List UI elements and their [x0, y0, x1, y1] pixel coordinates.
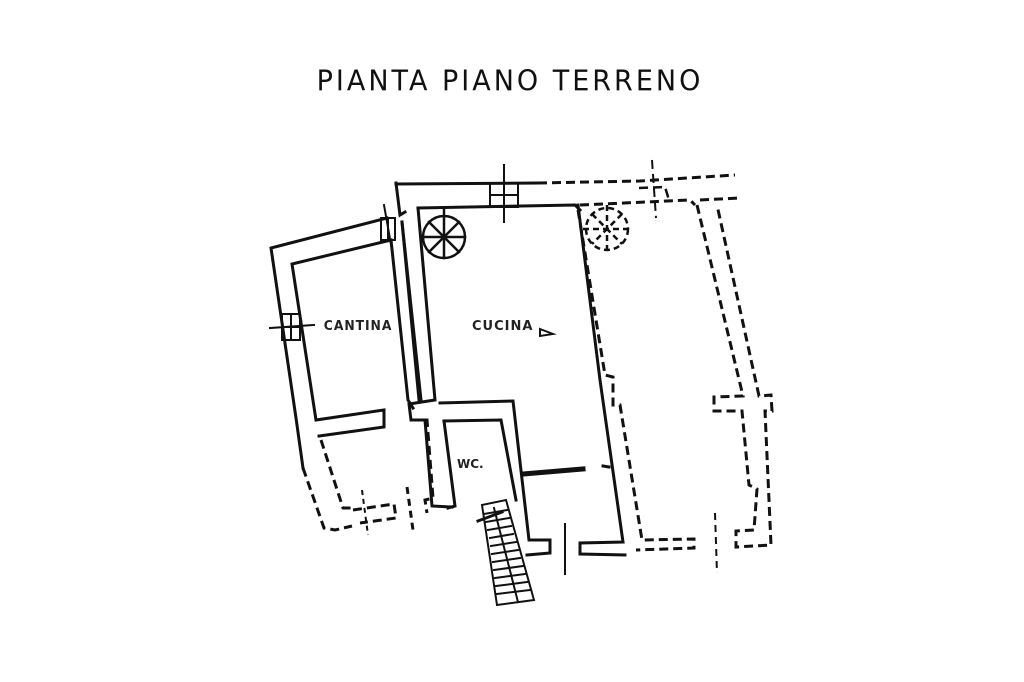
spiral-stair-solid	[421, 207, 467, 260]
plan-title: PIANTA PIANO TERRENO	[316, 65, 704, 98]
cucina-top-window	[489, 164, 519, 223]
cucina-walls	[394, 181, 627, 557]
room-label-cantina: CANTINA	[323, 319, 393, 334]
right-room-west-dashed	[576, 209, 696, 552]
right-room-east-dashed	[695, 204, 774, 549]
room-label-wc: WC.	[457, 457, 484, 471]
spiral-stair-dashed	[583, 205, 631, 253]
cantina-lower-dashed	[301, 467, 353, 532]
kitchen-arrow-mark	[539, 327, 557, 338]
cantina-window	[268, 313, 316, 341]
right-top-dashed	[537, 173, 736, 185]
cantina-top-window	[380, 203, 396, 252]
kitchen-partition	[520, 466, 586, 477]
cantina-walls	[269, 216, 421, 470]
room-label-cucina: CUCINA	[472, 319, 534, 334]
staircase	[476, 498, 536, 607]
